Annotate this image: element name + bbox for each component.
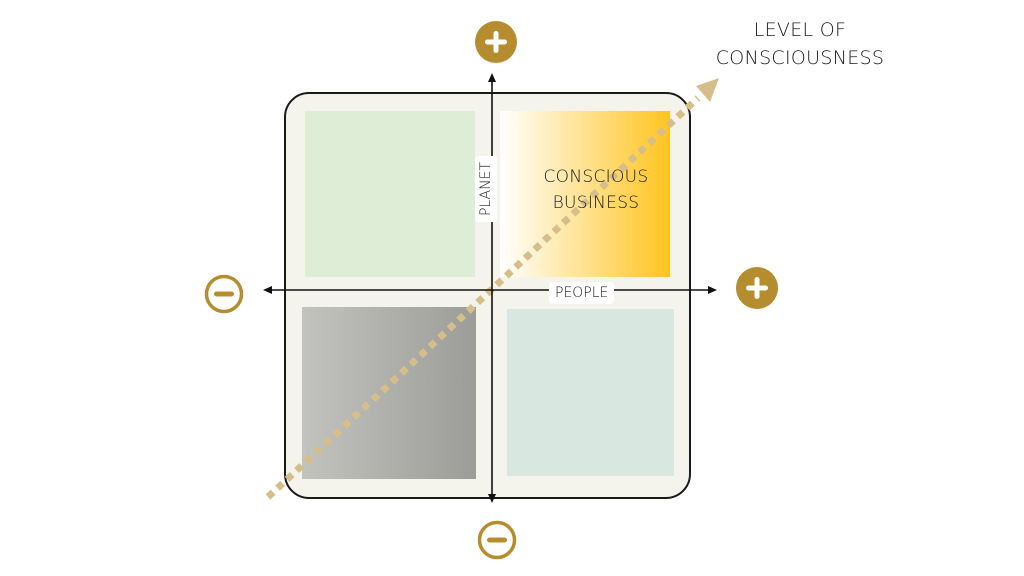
- people-axis-label: PEOPLE: [549, 282, 615, 304]
- conscious-business-label-line1: CONSCIOUS: [543, 167, 649, 187]
- horizontal-axis-arrow-right: [708, 286, 717, 294]
- consciousness-arrow-line: [265, 95, 701, 500]
- consciousness-axis-label-line2: CONSCIOUSNESS: [715, 47, 885, 69]
- minus-circle-icon: [477, 520, 517, 560]
- conscious-business-label-line2: BUSINESS: [552, 193, 640, 213]
- vertical-axis-arrow-bottom: [488, 494, 496, 503]
- quadrant-bottom-left: [302, 307, 476, 479]
- horizontal-axis-arrow-left: [263, 286, 272, 294]
- conscious-business-label: CONSCIOUS BUSINESS: [524, 164, 668, 216]
- plus-circle-icon: [475, 21, 517, 63]
- quadrant-bottom-right: [507, 309, 674, 476]
- minus-circle-icon: [204, 274, 244, 314]
- quadrant-top-right: [500, 111, 670, 277]
- consciousness-axis-label: LEVEL OF CONSCIOUSNESS: [700, 16, 900, 72]
- vertical-axis-arrow-top: [488, 73, 496, 82]
- quadrant-top-left: [305, 111, 475, 277]
- planet-axis-label: PLANET: [475, 155, 498, 223]
- consciousness-arrowhead: [696, 78, 719, 102]
- consciousness-axis-label-line1: LEVEL OF: [753, 19, 847, 41]
- plus-circle-icon: [736, 267, 778, 309]
